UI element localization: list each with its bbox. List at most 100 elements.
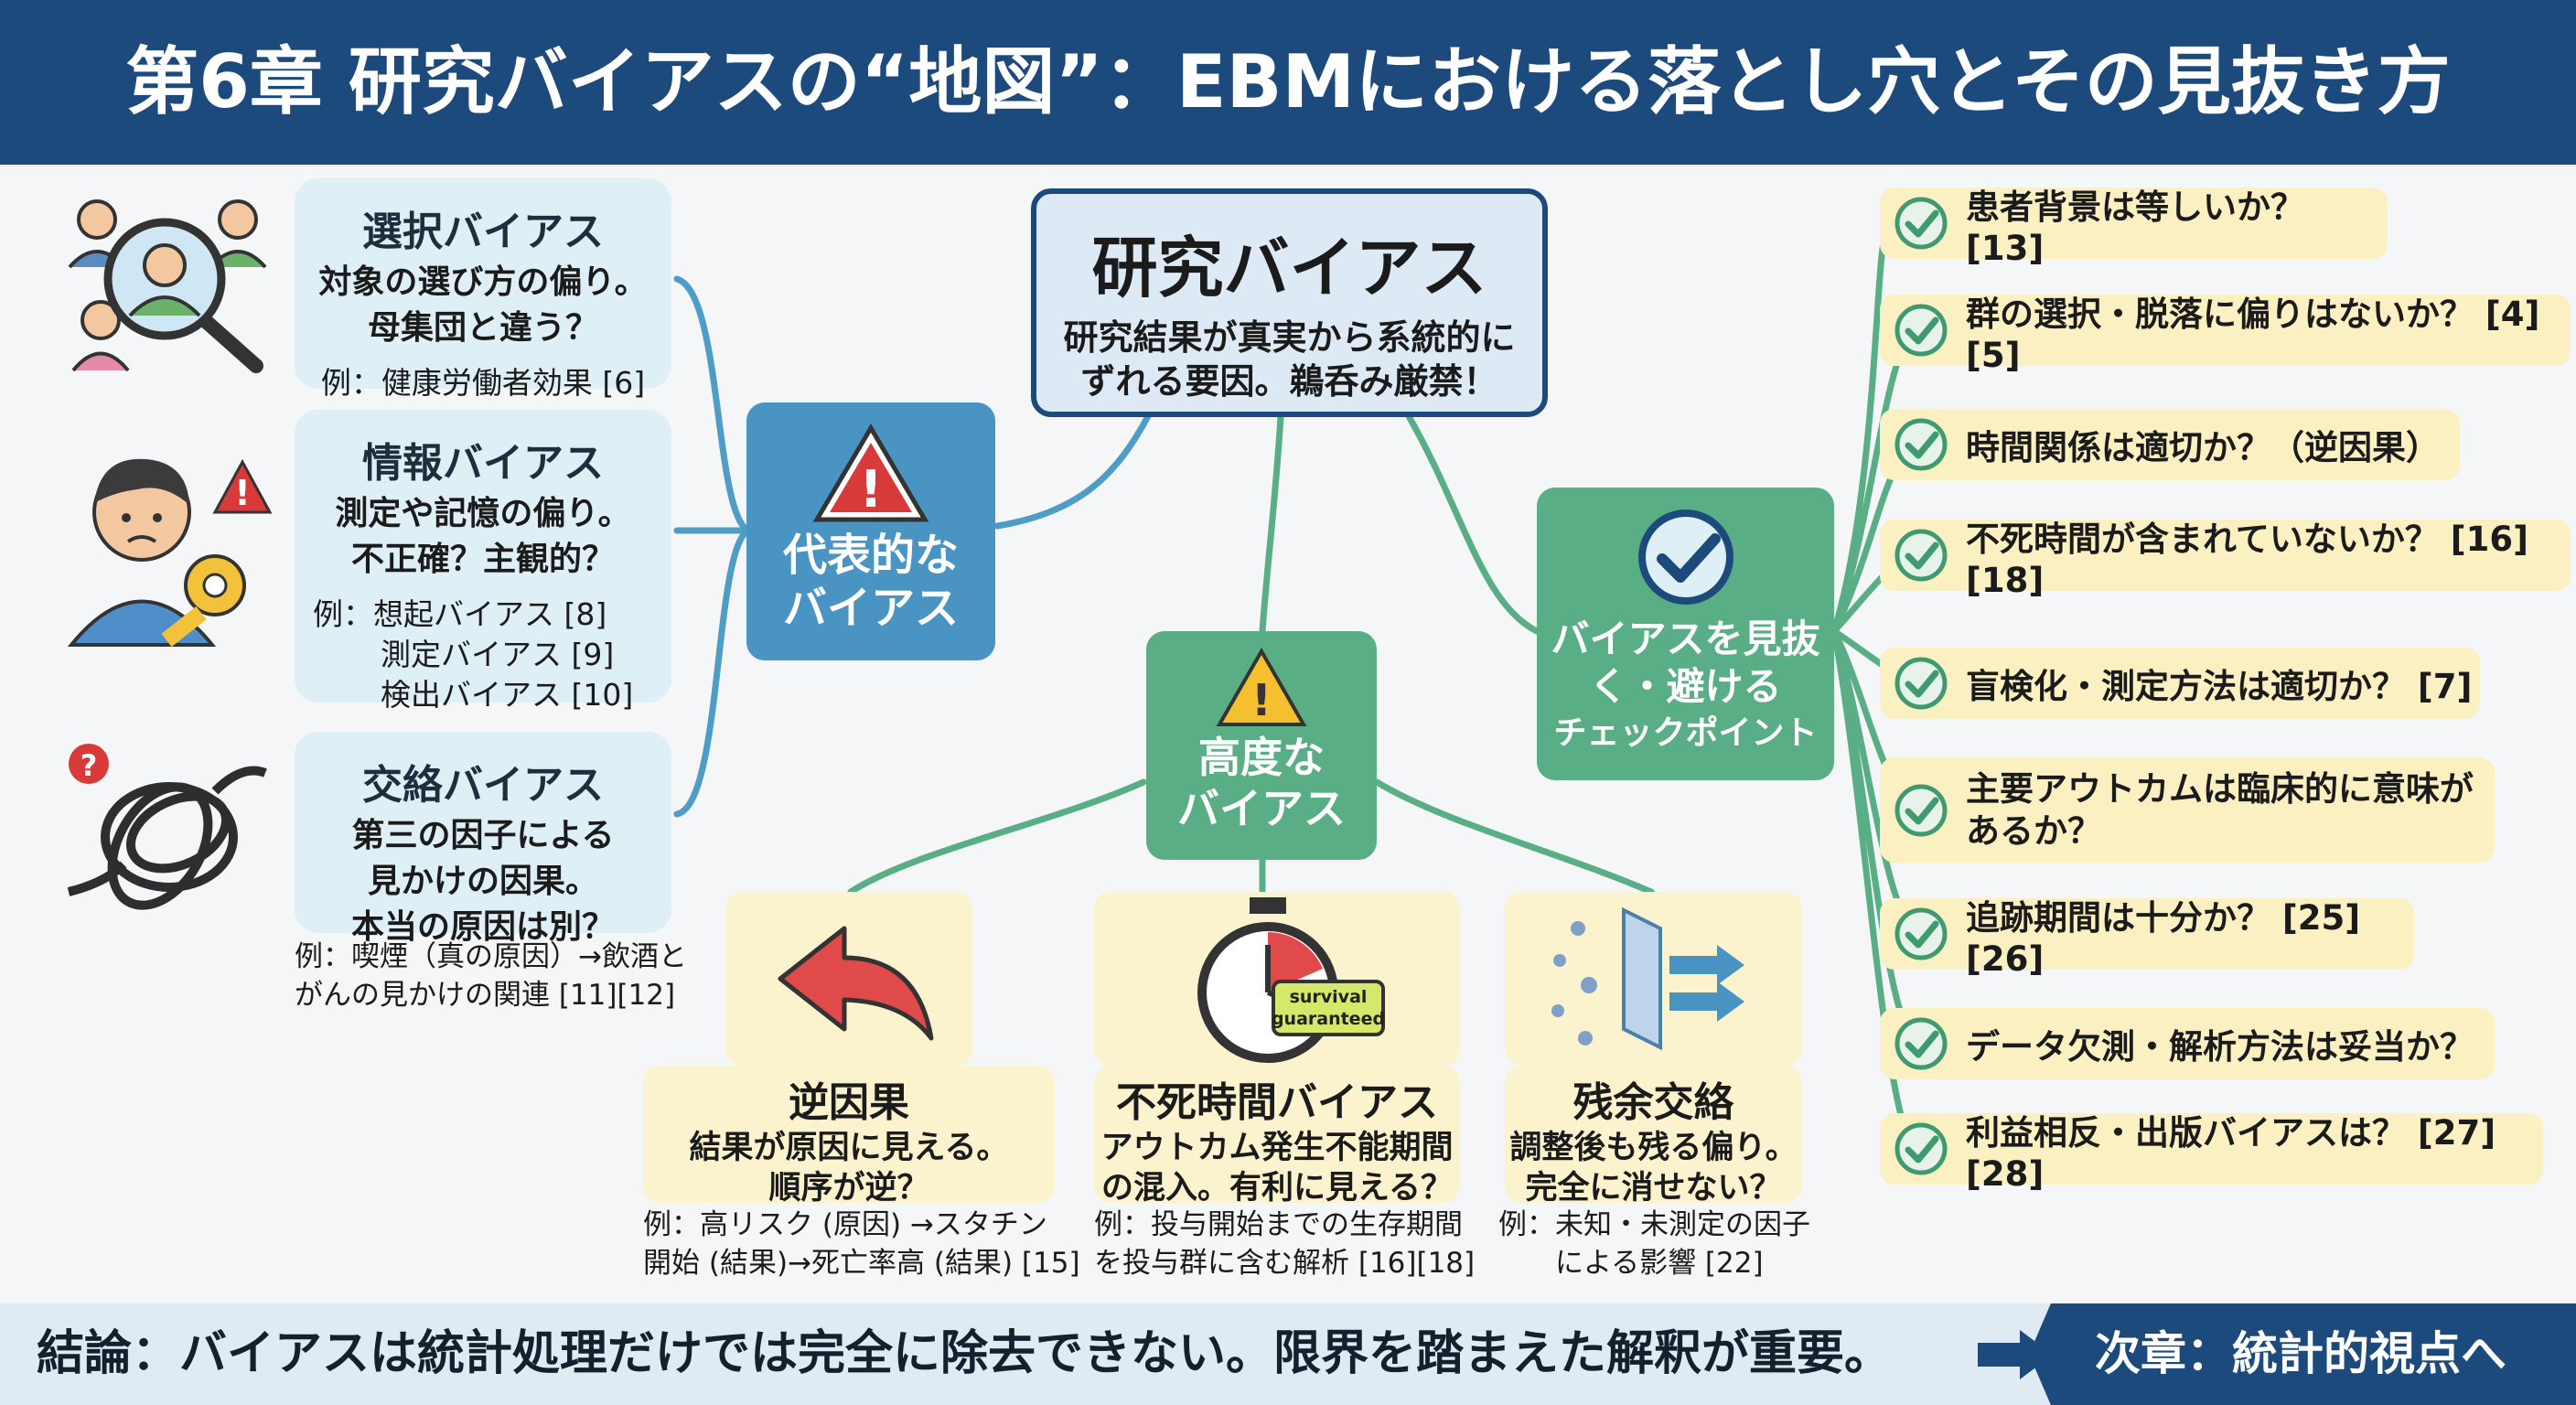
right-arrow-icon — [1978, 1330, 2053, 1379]
check-icon — [1894, 304, 1948, 357]
reverse-causation-example: 例：高リスク (原因) →スタチン 開始 (結果)→死亡率高 (結果) [15] — [643, 1206, 1082, 1282]
example-line: がんの見かけの関連 [11][12] — [295, 979, 676, 1012]
checklist-item: 利益相反・出版バイアスは？ [27][28] — [1880, 1113, 2543, 1194]
immortal-time-icon-panel: survival guaranteed — [1094, 892, 1460, 1066]
confounding-tangle-icon: ? — [67, 744, 267, 910]
stopwatch-icon: survival guaranteed — [1197, 897, 1385, 1063]
hub-label: バイアス — [1177, 784, 1346, 833]
selection-people-magnifier-icon — [68, 199, 267, 373]
box-desc: 不正確？主観的？ — [350, 541, 615, 578]
checklist-text-line: 主要アウトカムは臨床的に意味が — [1966, 768, 2474, 809]
svg-text:!: ! — [859, 460, 883, 520]
box-desc: 見かけの因果。 — [367, 863, 598, 900]
box-title: 不死時間バイアス — [1116, 1079, 1438, 1126]
info-worried-person-icon: ! — [67, 458, 273, 648]
box-title: 選択バイアス — [362, 209, 604, 255]
checklist-item: 不死時間が含まれていないか？ [16][18] — [1880, 520, 2571, 600]
residual-confounding-example: 例：未知・未測定の因子 による影響 [22] — [1498, 1206, 1828, 1282]
example-line: 例：高リスク (原因) →スタチン — [643, 1208, 1047, 1241]
svg-text:!: ! — [1251, 675, 1272, 726]
checkpoint-hub: バイアスを見抜 く・避ける チェックポイント — [1537, 488, 1834, 780]
filter-icon — [1551, 906, 1744, 1051]
box-desc: 母集団と違う？ — [367, 309, 598, 347]
conclusion-text: 結論：バイアスは統計処理だけでは完全に除去できない。限界を踏まえた解釈が重要。 — [37, 1326, 1893, 1381]
check-icon — [1894, 1122, 1948, 1175]
box-desc: 順序が逆？ — [768, 1170, 929, 1207]
check-icon — [1894, 418, 1948, 471]
checklist-item: 群の選択・脱落に偏りはないか？ [4][5] — [1880, 295, 2571, 375]
checklist-text: 時間関係は適切か？（逆因果） — [1966, 428, 2440, 467]
guaranteed-tag: guaranteed — [1272, 1009, 1385, 1029]
next-chapter-banner — [2029, 1303, 2576, 1405]
hub-label: 高度な — [1198, 733, 1325, 782]
hub-label: バイアスを見抜 — [1551, 617, 1820, 661]
box-desc: 調整後も残る偏り。 — [1509, 1130, 1798, 1166]
hub-label: バイアス — [782, 583, 959, 634]
survival-tag: survival — [1290, 987, 1368, 1007]
checklist-text: 追跡期間は十分か？ [25][26] — [1966, 897, 2361, 979]
example-line: を投与群に含む解析 [16][18] — [1094, 1247, 1476, 1280]
check-icon — [1894, 784, 1948, 836]
svg-text:?: ? — [80, 748, 98, 783]
immortal-time-example: 例：投与開始までの生存期間 を投与群に含む解析 [16][18] — [1094, 1206, 1487, 1282]
research-bias-center-box: 研究バイアス 研究結果が真実から系統的に ずれる要因。鵜呑み厳禁！ — [1031, 188, 1548, 417]
box-title: 交絡バイアス — [362, 762, 604, 809]
check-circle-icon — [1637, 509, 1733, 605]
checklist-item: 患者背景は等しいか？ [13] — [1880, 188, 2388, 268]
box-title: 情報バイアス — [362, 440, 604, 487]
checklist-text: 患者背景は等しいか？ [13] — [1966, 187, 2304, 268]
box-desc: の混入。有利に見える？ — [1101, 1170, 1453, 1207]
box-desc: 結果が原因に見える。 — [689, 1130, 1009, 1166]
center-desc: 研究結果が真実から系統的に — [1063, 317, 1516, 358]
example-line: 開始 (結果)→死亡率高 (結果) [15] — [643, 1247, 1080, 1280]
checklist-item: 盲検化・測定方法は適切か？ [7] — [1880, 648, 2480, 719]
checklist-text: 主要アウトカムは臨床的に意味が あるか？ — [1966, 768, 2474, 853]
page-title: 第6章 研究バイアスの“地図”：EBMにおける落とし穴とその見抜き方 — [0, 0, 2576, 165]
example-line: 例：喫煙（真の原因）→飲酒と — [295, 940, 687, 973]
checklist-item: 時間関係は適切か？（逆因果） — [1880, 409, 2460, 480]
check-icon — [1894, 907, 1948, 960]
center-title: 研究バイアス — [1091, 230, 1487, 306]
box-title: 逆因果 — [789, 1079, 909, 1126]
hub-label: 代表的な — [782, 530, 959, 581]
example-line: による影響 [22] — [1555, 1247, 1764, 1280]
example-line: 測定バイアス [9] — [381, 637, 615, 672]
example-line: 例：未知・未測定の因子 — [1498, 1208, 1810, 1241]
center-desc: ずれる要因。鵜呑み厳禁！ — [1080, 361, 1498, 402]
residual-confounding-box: 残余交絡 調整後も残る偏り。 完全に消せない？ — [1505, 1066, 1802, 1207]
reverse-causation-box: 逆因果 結果が原因に見える。 順序が逆？ — [643, 1066, 1055, 1207]
svg-text:!: ! — [234, 473, 250, 513]
example-line: 検出バイアス [10] — [381, 677, 634, 713]
reverse-arrow-icon — [778, 926, 934, 1041]
box-desc: アウトカム発生不能期間 — [1100, 1130, 1454, 1166]
example-line: 例：想起バイアス [8] — [313, 596, 607, 632]
box-desc: 対象の選び方の偏り。 — [318, 263, 648, 301]
box-example: 例：健康労働者効果 [6] — [320, 365, 646, 401]
checklist-item: 主要アウトカムは臨床的に意味が あるか？ — [1880, 757, 2495, 863]
checklist-text: 盲検化・測定方法は適切か？ [7] — [1966, 667, 2473, 706]
checklist-item: 追跡期間は十分か？ [25][26] — [1880, 898, 2414, 979]
check-icon — [1894, 197, 1948, 250]
confounding-example: 例：喫煙（真の原因）→飲酒と がんの見かけの関連 [11][12] — [295, 938, 697, 1014]
residual-confounding-icon-panel — [1505, 892, 1802, 1066]
checklist-text: 利益相反・出版バイアスは？ [27][28] — [1966, 1112, 2496, 1194]
checklist-text-line: あるか？ — [1966, 810, 2101, 851]
immortal-time-bias-box: 不死時間バイアス アウトカム発生不能期間 の混入。有利に見える？ — [1094, 1066, 1460, 1207]
next-chapter-link[interactable]: 次章：統計的視点へ — [2095, 1327, 2506, 1380]
hub-label: チェックポイント — [1553, 714, 1818, 752]
box-desc: 完全に消せない？ — [1525, 1170, 1782, 1207]
advanced-bias-hub: ! 高度な バイアス — [1146, 631, 1377, 860]
warning-icon: ! — [812, 424, 929, 522]
box-example: 例：想起バイアス [8] 測定バイアス [9] 検出バイアス [10] — [295, 595, 671, 715]
example-line: 例：投与開始までの生存期間 — [1094, 1208, 1463, 1241]
warning-icon: ! — [1216, 647, 1307, 726]
reverse-causation-icon-panel — [725, 892, 972, 1066]
checklist-text: データ欠測・解析方法は妥当か？ — [1966, 1027, 2474, 1067]
selection-bias-box: 選択バイアス 対象の選び方の偏り。 母集団と違う？ 例：健康労働者効果 [6] — [295, 178, 671, 401]
check-icon — [1894, 529, 1948, 582]
box-desc: 第三の因子による — [351, 817, 615, 854]
check-icon — [1894, 657, 1948, 710]
checklist-item: データ欠測・解析方法は妥当か？ — [1880, 1008, 2495, 1079]
checklist-text: 群の選択・脱落に偏りはないか？ [4][5] — [1966, 294, 2540, 375]
representative-bias-hub: ! 代表的な バイアス — [746, 402, 995, 660]
